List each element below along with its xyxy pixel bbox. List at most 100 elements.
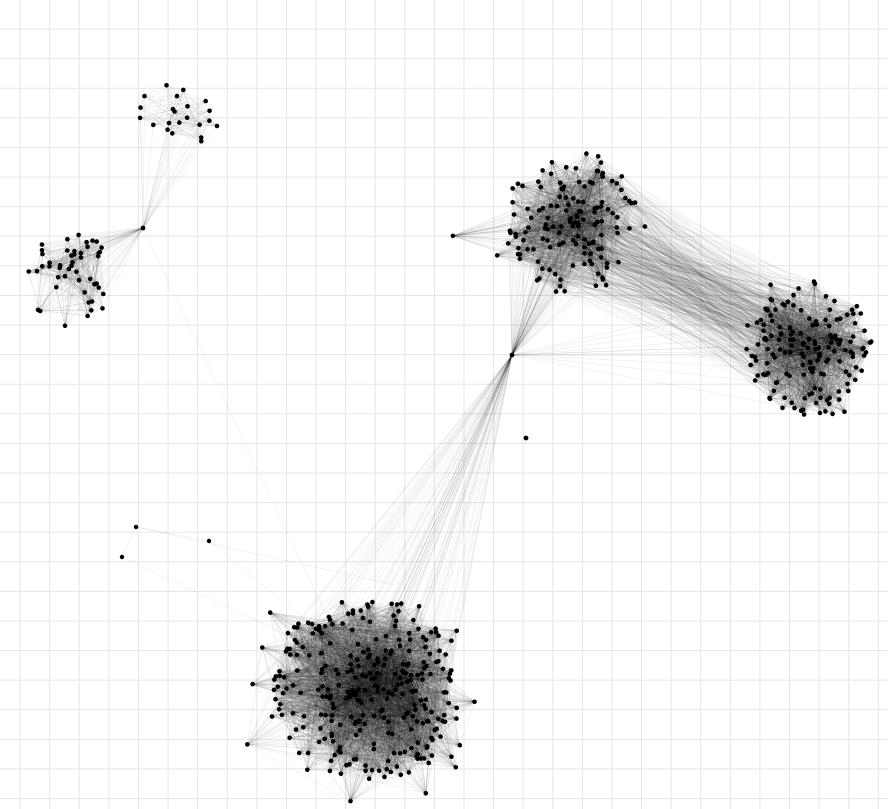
graph-edge <box>517 183 602 249</box>
graph-edge <box>584 153 587 187</box>
graph-edge <box>590 253 604 280</box>
graph-edge <box>549 242 564 270</box>
graph-edge <box>550 173 584 203</box>
graph-edge <box>527 202 636 209</box>
graph-edge <box>59 250 68 266</box>
graph-edge <box>519 181 591 255</box>
graph-edge <box>88 278 91 303</box>
graph-edge <box>67 239 75 252</box>
graph-edge <box>172 89 184 134</box>
graph-edge <box>64 246 88 326</box>
graph-edge <box>68 268 97 284</box>
graph-edge <box>64 253 82 326</box>
graph-edge <box>144 85 167 97</box>
graph-edge <box>549 247 565 292</box>
graph-edge <box>67 239 93 241</box>
graph-edge <box>601 201 630 249</box>
graph-edge <box>602 226 646 278</box>
graph-edge <box>517 254 619 263</box>
graph-edge <box>586 153 636 203</box>
graph-edge <box>537 210 567 262</box>
graph-edge <box>561 180 613 189</box>
graph-edge <box>49 250 68 263</box>
graph-edge <box>522 185 560 198</box>
graph-edge <box>542 244 560 269</box>
graph-edge <box>572 265 597 286</box>
graph-edge <box>87 278 91 317</box>
graph-edge <box>538 173 552 182</box>
graph-edge <box>517 183 557 292</box>
graph-edge <box>510 210 540 234</box>
graph-edge <box>519 208 595 255</box>
graph-edge <box>536 221 598 281</box>
graph-edge <box>518 174 603 249</box>
graph-edge <box>602 172 626 199</box>
graph-edge <box>537 219 571 262</box>
graph-edge <box>67 239 87 243</box>
graph-edge <box>508 243 607 286</box>
graph-edge <box>560 176 622 184</box>
graph-edge <box>601 200 630 207</box>
graph-edge <box>166 85 184 91</box>
graph-edge <box>564 170 599 292</box>
graph-edge <box>515 236 550 270</box>
graph-edge <box>517 170 598 184</box>
graph-edge <box>510 232 561 287</box>
graph-edge <box>510 232 526 234</box>
graph-edge <box>537 228 546 262</box>
graph-edge <box>512 201 579 203</box>
graph-edge <box>553 226 565 292</box>
graph-edge <box>515 224 595 237</box>
graph-edge <box>515 173 552 237</box>
graph-edge <box>519 176 603 255</box>
graph-edge <box>549 198 574 270</box>
graph-edge <box>606 228 630 286</box>
graph-edge <box>88 284 95 303</box>
graph-edge <box>513 214 591 254</box>
graph-edge <box>551 173 646 227</box>
graph-edge <box>606 203 632 268</box>
graph-edge <box>522 185 585 248</box>
graph-edge <box>49 266 91 280</box>
graph-edge <box>508 226 573 244</box>
graph-edge <box>518 226 562 249</box>
graph-edge <box>174 110 210 112</box>
graph-edge <box>510 188 513 233</box>
graph-edge <box>515 227 617 235</box>
graph-edge <box>140 107 170 124</box>
graph-edge <box>36 240 93 272</box>
graph-edge <box>91 251 100 302</box>
graph-edge <box>68 268 93 302</box>
graph-edge <box>67 239 73 263</box>
graph-edge <box>578 176 622 202</box>
graph-edge <box>513 214 602 222</box>
graph-edge <box>551 162 565 292</box>
graph-edge <box>577 172 603 217</box>
graph-edge <box>527 173 552 209</box>
graph-edge <box>519 258 561 287</box>
graph-edge <box>594 224 607 286</box>
graph-edge <box>586 153 632 204</box>
graph-edge <box>559 232 565 292</box>
graph-edge <box>508 243 543 269</box>
graph-edge <box>74 251 99 288</box>
graph-edge <box>584 183 617 240</box>
graph-edge <box>71 255 88 317</box>
graph-edge <box>40 265 61 312</box>
graph-edge <box>513 201 584 215</box>
graph-edge <box>37 254 43 310</box>
graph-edge <box>172 108 202 142</box>
graph-edge <box>553 202 632 227</box>
graph-edge <box>519 254 585 265</box>
edge-layer <box>28 85 872 802</box>
graph-edge <box>560 263 608 287</box>
graph-edge <box>58 277 92 311</box>
graph-edge <box>533 249 550 270</box>
graph-edge <box>600 162 630 229</box>
graph-edge <box>584 162 602 187</box>
graph-edge <box>91 284 95 311</box>
graph-edge <box>140 107 202 142</box>
graph-edge <box>555 244 576 275</box>
graph-edge <box>99 251 103 309</box>
